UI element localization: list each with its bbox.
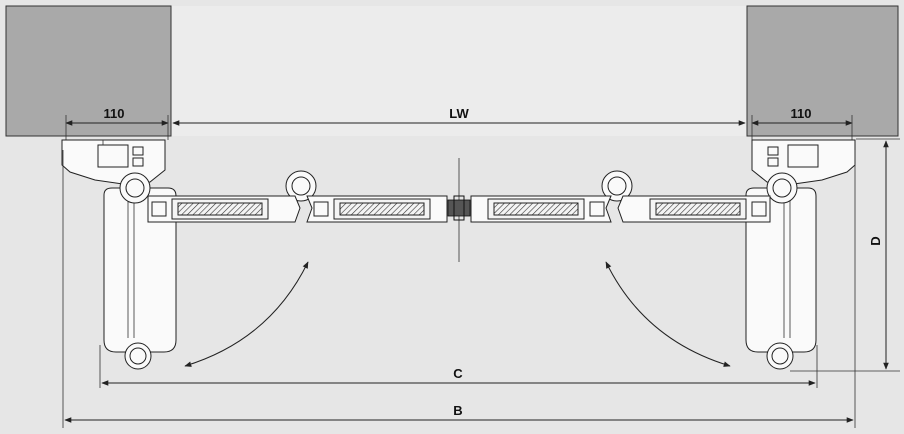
right-110-dimension: [751, 115, 853, 140]
right-wall-width-label: 110: [791, 106, 812, 121]
door-panel-4: [617, 195, 771, 223]
hinge-circles: [119, 170, 798, 370]
door-panel-1: [147, 195, 301, 223]
left-swing-arc: [184, 261, 309, 367]
c-dimension: [99, 345, 818, 388]
right-swing-arc: [605, 261, 731, 367]
b-dimension: [62, 150, 856, 428]
depth-label: D: [868, 236, 883, 245]
door-panel-3: [470, 195, 612, 223]
center-meeting-stile: [447, 158, 471, 262]
d-dimension: [790, 138, 900, 372]
left-wall: [5, 5, 172, 137]
clear-opening: [171, 6, 747, 136]
left-110-dimension: [65, 115, 169, 140]
door-panel-2: [306, 195, 448, 223]
right-wall: [746, 5, 899, 137]
clear-width-label: LW: [449, 106, 469, 121]
left-wall-width-label: 110: [104, 106, 125, 121]
right-side-leaf: [745, 187, 817, 353]
left-side-leaf: [103, 187, 177, 353]
swing-width-label: C: [453, 366, 463, 381]
overall-width-label: B: [453, 403, 462, 418]
